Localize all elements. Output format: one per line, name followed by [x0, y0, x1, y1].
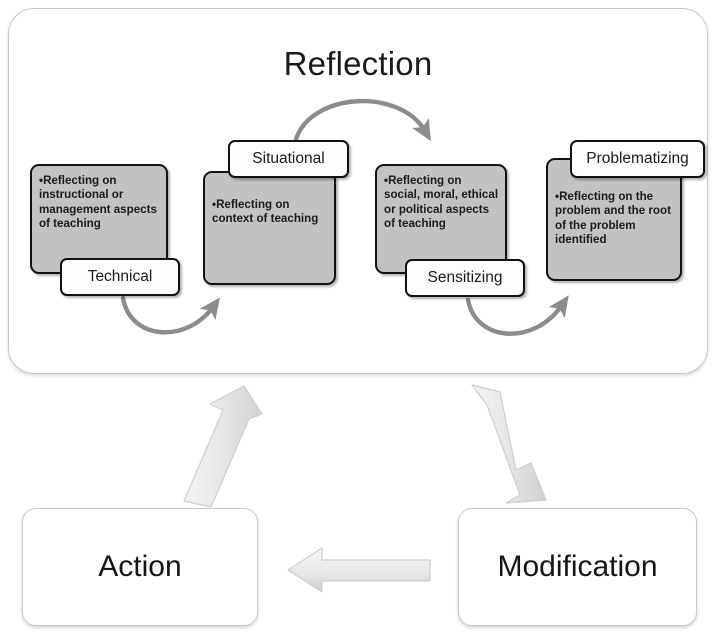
block-arrow-modification-to-action — [287, 547, 431, 593]
page-title: Reflection — [283, 45, 433, 82]
card-problematizing: •Reflecting on the problem and the root … — [546, 158, 682, 281]
card-technical: •Reflecting on instructional or manageme… — [30, 164, 168, 274]
block-arrow-action-to-reflection — [183, 385, 263, 508]
card-situational-text: •Reflecting on context of teaching — [212, 198, 319, 226]
stage-box-action[interactable]: Action — [22, 508, 258, 626]
stage-box-modification[interactable]: Modification — [458, 508, 697, 626]
card-sensitizing-text: •Reflecting on social, moral, ethical or… — [384, 174, 499, 231]
card-problematizing-text: •Reflecting on the problem and the root … — [555, 190, 671, 247]
label-sensitizing[interactable]: Sensitizing — [405, 259, 525, 297]
card-sensitizing: •Reflecting on social, moral, ethical or… — [375, 164, 507, 274]
label-problematizing[interactable]: Problematizing — [570, 140, 705, 178]
label-technical[interactable]: Technical — [60, 258, 180, 296]
card-technical-text: •Reflecting on instructional or manageme… — [39, 174, 157, 231]
block-arrow-reflection-to-modification — [471, 384, 547, 504]
card-situational: •Reflecting on context of teaching — [203, 171, 336, 285]
label-situational[interactable]: Situational — [228, 140, 349, 178]
